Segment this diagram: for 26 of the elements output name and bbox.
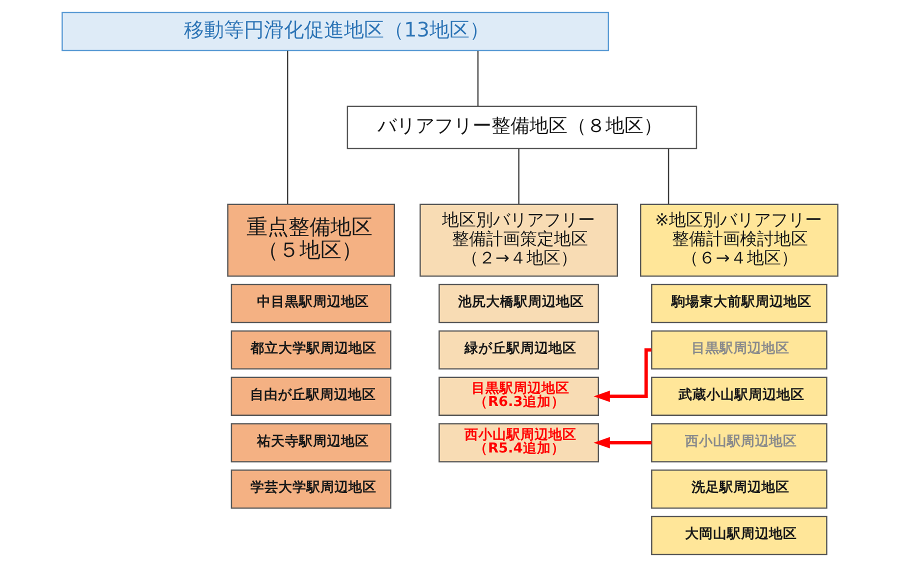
node-box: バリアフリー整備地区（８地区） xyxy=(346,106,698,150)
node-box: 移動等円滑化促進地区（13地区） xyxy=(62,12,610,52)
node-box: 池尻大橋駅周辺地区 xyxy=(438,284,600,324)
node-box: 洗足駅周辺地区 xyxy=(651,470,828,509)
connector xyxy=(286,50,288,204)
arrow xyxy=(594,437,652,448)
node-box: 緑が丘駅周辺地区 xyxy=(438,330,600,370)
node-box: 重点整備地区 （５地区） xyxy=(227,204,395,277)
node-box: 学芸大学駅周辺地区 xyxy=(230,470,392,509)
arrow xyxy=(594,348,652,402)
node-box: 自由が丘駅周辺地区 xyxy=(230,376,392,416)
node-box: 大岡山駅周辺地区 xyxy=(651,516,828,556)
node-box: 中目黒駅周辺地区 xyxy=(230,284,392,324)
node-box: 都立大学駅周辺地区 xyxy=(230,330,392,370)
node-box: 祐天寺駅周辺地区 xyxy=(230,423,392,462)
node-box: 地区別バリアフリー整備計画策定地区 （２→４地区） xyxy=(420,204,618,277)
connector xyxy=(518,148,520,204)
node-box: 目黒駅周辺地区 xyxy=(651,330,828,370)
connector xyxy=(477,50,479,106)
node-box: 西小山駅周辺地区 xyxy=(651,423,828,462)
node-box: 駒場東大前駅周辺地区 xyxy=(651,284,828,324)
node-box: 目黒駅周辺地区 （R6.3追加） xyxy=(438,376,600,416)
connector xyxy=(668,148,670,204)
node-box: ※地区別バリアフリー整備計画検討地区 （６→４地区） xyxy=(640,204,838,277)
node-box: 西小山駅周辺地区 （R5.4追加） xyxy=(438,423,600,462)
node-box: 武蔵小山駅周辺地区 xyxy=(651,376,828,416)
